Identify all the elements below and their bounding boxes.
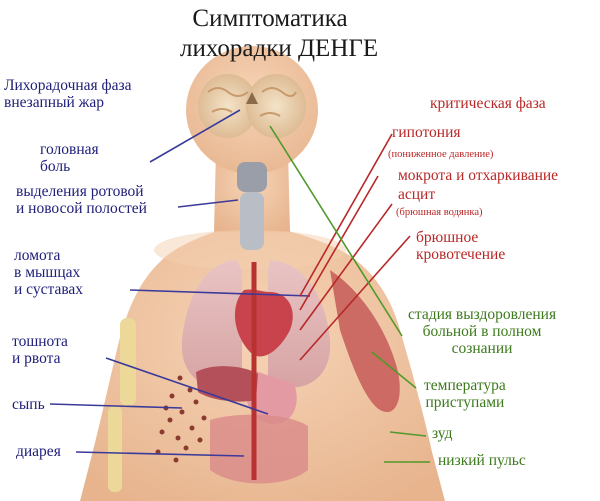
leader-nausea (105, 357, 269, 415)
brain (198, 74, 306, 138)
fever-phase-line-2: внезапный жар (4, 94, 104, 112)
brain-center (246, 92, 258, 104)
diagram-title: Симптоматика лихорадки ДЕНГЕ (180, 4, 379, 63)
diarrhea-label: диарея (16, 443, 61, 460)
sputum-label: мокрота и отхаркивание (398, 167, 559, 184)
aches-line-2: в мышцах (14, 264, 81, 282)
recovery-line-1: стадия выздоровления (408, 306, 557, 323)
leader-bleeding (177, 199, 239, 208)
abdominal-bleeding-line-2: кровотечение (416, 246, 506, 264)
leader-ascites (299, 203, 393, 331)
rash-label: сыпь (12, 396, 45, 413)
trachea-upper (237, 162, 267, 192)
blue-leader-lines (49, 109, 311, 457)
heart (234, 289, 293, 357)
aches-line-1: ломота (14, 247, 61, 264)
critical-phase-label: критическая фаза (430, 95, 546, 112)
leader-itch (389, 431, 427, 437)
fever-phase-label: Лихорадочная фаза внезапный жар (4, 77, 131, 111)
leader-critical-phase (269, 125, 403, 337)
arm-skeleton (108, 318, 136, 492)
recovery-phase-label: стадия выздоровления больной в полном со… (408, 306, 556, 357)
trachea (237, 162, 267, 250)
fever-attacks-line-2: приступами (425, 394, 505, 412)
brain-folds (207, 87, 297, 117)
trachea-lower (240, 192, 264, 250)
fever-attacks-line-1: температура (424, 377, 506, 394)
right-lung (268, 260, 331, 388)
abdominal-bleeding-line-1: брюшное (416, 229, 479, 246)
leader-rash (49, 403, 183, 409)
abdominal-bleeding-label: брюшное кровотечение (416, 229, 505, 263)
ascites-note: (брюшная водянка) (396, 207, 483, 218)
low-pulse-label: низкий пульс (438, 452, 526, 469)
leader-diarrhea (75, 451, 245, 457)
headache-line-2: боль (40, 158, 71, 176)
headache-label: головная боль (40, 141, 99, 175)
leader-hypotension (299, 133, 393, 297)
leader-fever-attacks (371, 351, 417, 389)
left-radius (108, 406, 122, 492)
bleeding-label: выделения ротовой и новосой полостей (16, 183, 147, 217)
intestines (210, 414, 308, 484)
nausea-line-2: и рвота (12, 350, 61, 368)
hypotension-label: гипотония (392, 124, 461, 141)
aches-line-3: и суставах (14, 281, 84, 299)
nausea-label: тошнота и рвота (12, 333, 68, 367)
hypotension-note: (пониженное давление) (388, 149, 494, 160)
recovery-line-2: больной в полном (422, 323, 542, 341)
headache-line-1: головная (40, 141, 99, 158)
title-line-2: лихорадки ДЕНГЕ (180, 34, 379, 62)
liver (196, 366, 258, 402)
green-leader-lines (269, 125, 430, 463)
bleeding-line-1: выделения ротовой (16, 183, 144, 200)
nausea-line-1: тошнота (12, 333, 68, 350)
rash-dots (155, 375, 207, 463)
red-leader-lines (299, 133, 411, 361)
itch-label: зуд (432, 425, 453, 442)
fever-phase-line-1: Лихорадочная фаза (4, 77, 132, 94)
leader-headache (149, 109, 241, 163)
leader-abdominal-bleeding (299, 235, 411, 361)
fever-attacks-label: температура приступами (424, 377, 506, 411)
left-humerus (120, 318, 136, 406)
recovery-line-3: сознании (451, 340, 513, 358)
brain-right-lobe (246, 74, 306, 138)
ascites-label: асцит (398, 186, 436, 203)
title-line-1: Симптоматика (192, 5, 348, 32)
aches-label: ломота в мышцах и суставах (14, 247, 83, 298)
leader-aches (129, 289, 311, 297)
leader-sputum (299, 175, 379, 311)
bleeding-line-2: и новосой полостей (16, 200, 147, 218)
